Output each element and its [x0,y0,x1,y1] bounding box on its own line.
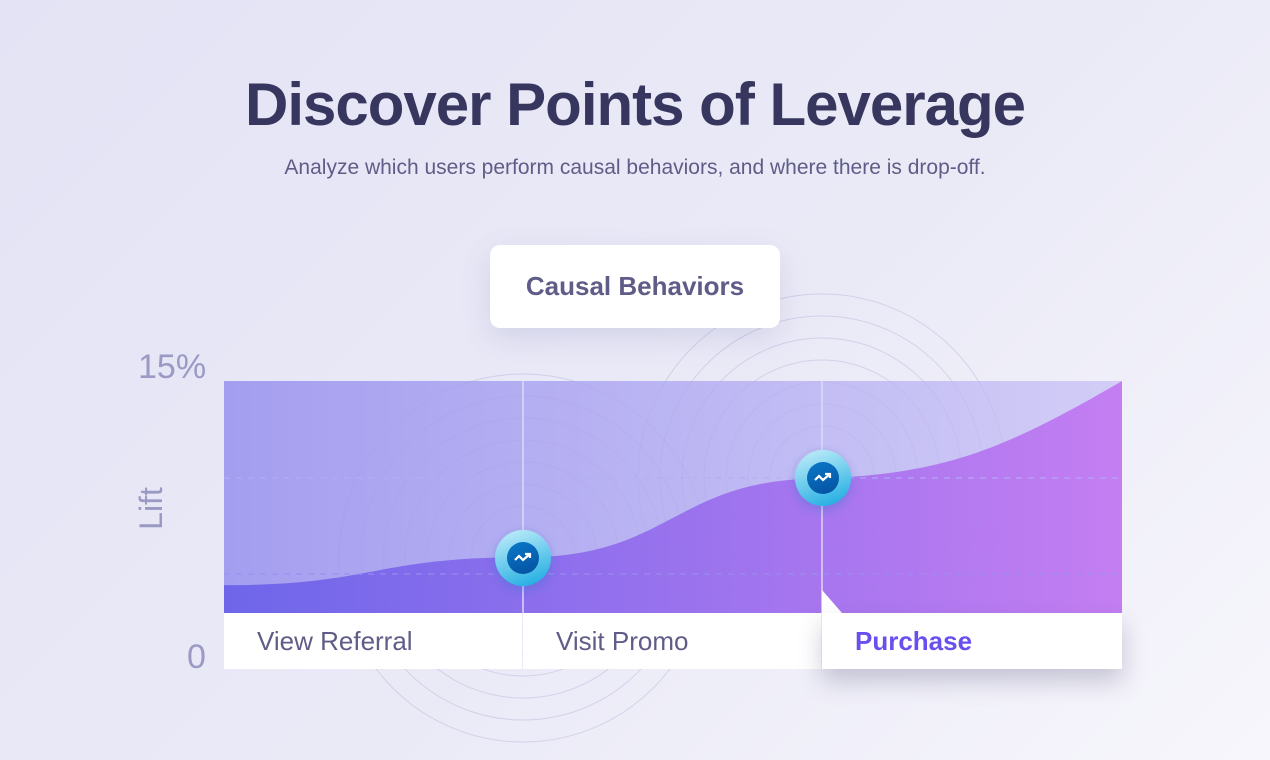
step-view-referral[interactable]: View Referral [224,613,522,669]
step-purchase[interactable]: Purchase [822,613,1122,669]
trending-up-icon [814,472,832,482]
y-axis-label: Lift [132,487,169,530]
trend-marker[interactable] [795,450,851,506]
y-tick-zero: 0 [187,638,206,676]
page-title: Discover Points of Leverage [245,71,1026,138]
page-subtitle: Analyze which users perform causal behav… [284,156,986,179]
ring [338,373,708,743]
causal-behaviors-badge: Causal Behaviors [490,245,780,328]
active-step-pointer [822,590,842,613]
y-tick-max: 15% [138,348,207,386]
trend-marker[interactable] [495,530,551,586]
lift-area [224,381,1122,613]
step-visit-promo[interactable]: Visit Promo [523,613,821,669]
trending-up-icon [514,552,532,562]
